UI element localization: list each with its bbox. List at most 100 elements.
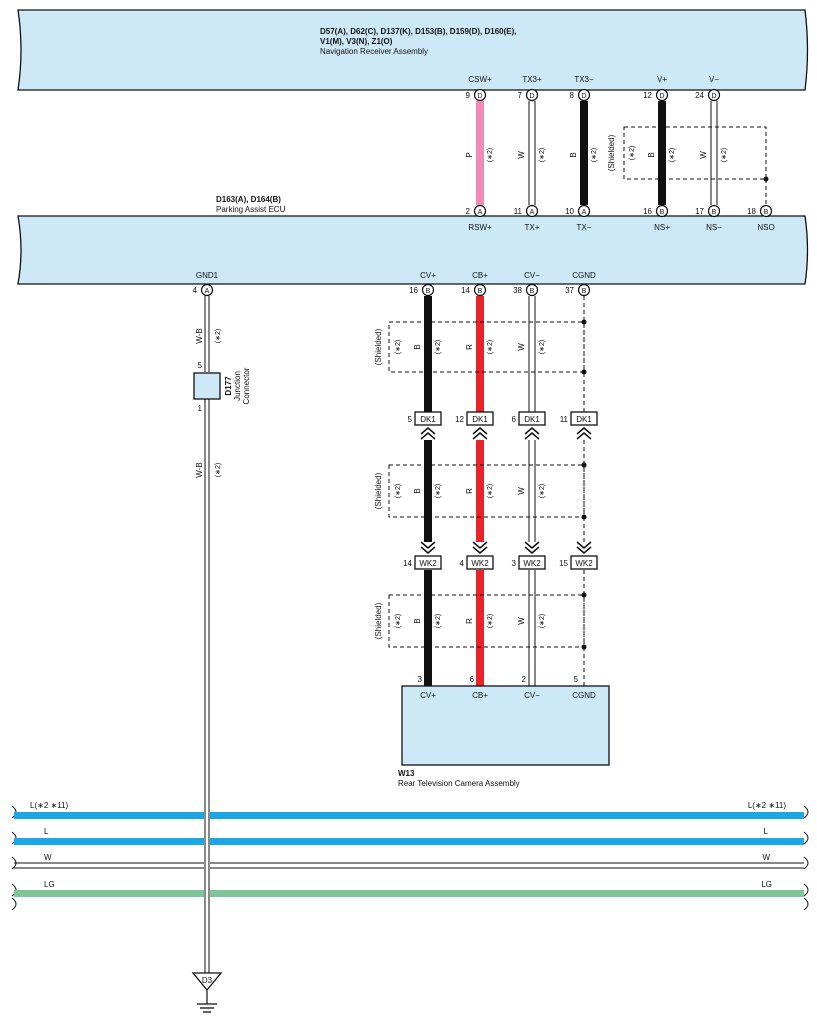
bus-label-left: W	[44, 853, 52, 862]
upper-wire-note: (∗2)	[539, 148, 546, 162]
nav-pin-conn: D	[477, 93, 482, 100]
camera-signal: CB+	[472, 691, 488, 700]
shielded-label: (Shielded)	[374, 472, 383, 509]
ecu-pin-number: 10	[565, 207, 574, 216]
shield-node	[581, 592, 587, 598]
wk2-label: WK2	[471, 559, 489, 568]
ecu-outline	[17, 215, 809, 285]
nav-pin-number: 24	[695, 91, 704, 100]
ground-point: D3	[191, 972, 223, 1013]
ecu-pin-signal: TX+	[525, 223, 540, 232]
ecu-pin-number: 14	[461, 286, 470, 295]
bus-label-left: L(∗2 ∗11)	[30, 801, 68, 810]
nav-pin-number: 7	[518, 91, 523, 100]
wire-note: (∗2)	[435, 484, 442, 498]
upper-wire-note: (∗2)	[591, 148, 598, 162]
shield-box-1: (Shielded) (∗2) B (∗2) R (∗2) W (∗2)	[374, 319, 587, 375]
shield-note: (∗2)	[395, 614, 402, 628]
wk2-box	[518, 555, 546, 570]
dk1-pin-number: 11	[560, 415, 569, 424]
ecu-pin-number: 16	[643, 207, 652, 216]
ground-wire-note: (∗2)	[215, 463, 222, 477]
ecu-pin-circle	[421, 283, 435, 297]
ecu-top-pin-tx: 11 A TX+	[514, 204, 540, 232]
camera-signal: CGND	[572, 691, 596, 700]
ecu-pin-circle	[473, 283, 487, 297]
nav-pin-conn: D	[581, 93, 586, 100]
wire-cvp-seg2	[424, 440, 432, 542]
wire-color: W	[517, 487, 526, 495]
dk1-connector: 5 DK1	[408, 411, 442, 440]
dk1-chevron-icon	[472, 427, 488, 440]
rear-camera-block: 3 6 2 5 CV+ CB+ CV− CGND W13 Rear Televi…	[398, 675, 610, 788]
wire-cbp-seg1	[476, 296, 484, 412]
dk1-chevron-icon	[420, 427, 436, 440]
wire-color: R	[465, 344, 474, 350]
ecu-pin-conn: B	[712, 209, 717, 216]
ecu-pin-signal: CB+	[472, 271, 488, 280]
bus-break-right	[803, 883, 809, 897]
shield-node	[581, 319, 587, 325]
nav-pin-circle	[707, 88, 721, 102]
junction-pin-top: 5	[198, 361, 203, 370]
ecu-connectors: D163(A), D164(B)	[216, 195, 281, 204]
ecu-pin-conn: A	[205, 288, 210, 295]
dk1-box	[414, 411, 442, 426]
wire-note: (∗2)	[539, 614, 546, 628]
wire-note: (∗2)	[539, 340, 546, 354]
upper-shield-note: (∗2)	[629, 146, 636, 160]
dk1-box	[466, 411, 494, 426]
ecu-pin-number: 18	[747, 207, 756, 216]
camera-pin-number: 2	[522, 675, 527, 684]
nav-receiver-connectors-2: V1(M), V3(N), Z1(O)	[320, 37, 393, 46]
camera-pin-number: 3	[418, 675, 423, 684]
nav-receiver-outline	[17, 9, 809, 91]
bus-label-right: LG	[761, 880, 772, 889]
ecu-pin-conn: A	[582, 209, 587, 216]
ground-wire-color: W-B	[195, 328, 204, 343]
dk1-chevron-icon	[524, 427, 540, 440]
wire-note: (∗2)	[487, 614, 494, 628]
nav-pin-number: 8	[570, 91, 575, 100]
ecu-pin-conn: B	[478, 288, 483, 295]
nav-pin-csw: CSW+ 9 D	[466, 75, 492, 102]
ground-point-label: D3	[202, 976, 213, 985]
wire-note: (∗2)	[435, 614, 442, 628]
nav-pin-circle	[577, 88, 591, 102]
ecu-pin-conn: B	[426, 288, 431, 295]
ecu-pin-signal: CV−	[524, 271, 540, 280]
wk2-box	[414, 555, 442, 570]
upper-wire-color: B	[647, 152, 656, 157]
ecu-bottom-pin-cbp: CB+ 14 B	[461, 271, 488, 297]
wire-color: W	[517, 343, 526, 351]
ecu-pin-conn: B	[660, 209, 665, 216]
junction-name-2: Connector	[242, 367, 251, 404]
wire-cbp-seg3	[476, 570, 484, 686]
ecu-pin-signal: CGND	[572, 271, 596, 280]
wire-color: B	[413, 344, 422, 349]
camera-name: Rear Television Camera Assembly	[398, 779, 520, 788]
wire-color: W	[517, 617, 526, 625]
upper-wire-note: (∗2)	[721, 148, 728, 162]
wk2-box	[570, 555, 598, 570]
bus-line-l	[14, 838, 804, 845]
nav-receiver-name: Navigation Receiver Assembly	[320, 47, 428, 56]
ground-wire-overlay	[204, 805, 210, 905]
ecu-pin-number: 16	[409, 286, 418, 295]
bus-lines: L(∗2 ∗11) L(∗2 ∗11) L L W W LG LG	[11, 801, 809, 911]
parking-assist-ecu-block: D163(A), D164(B) Parking Assist ECU	[17, 195, 809, 285]
ecu-pin-signal: NSO	[757, 223, 774, 232]
upper-shield-node	[763, 176, 769, 182]
ecu-pin-circle	[577, 283, 591, 297]
ecu-pin-number: 38	[513, 286, 522, 295]
bus-label-left: LG	[44, 880, 55, 889]
shield-box-2: (Shielded) (∗2) B (∗2) R (∗2) W (∗2)	[374, 462, 587, 520]
ecu-bottom-pin-cvm: CV− 38 B	[513, 271, 540, 297]
wk2-box	[466, 555, 494, 570]
upper-wire-note: (∗2)	[487, 148, 494, 162]
upper-wire-color: W	[517, 151, 526, 159]
nav-pin-signal: CSW+	[468, 75, 492, 84]
ecu-pin-signal: CV+	[420, 271, 436, 280]
nav-pin-signal: V+	[657, 75, 667, 84]
